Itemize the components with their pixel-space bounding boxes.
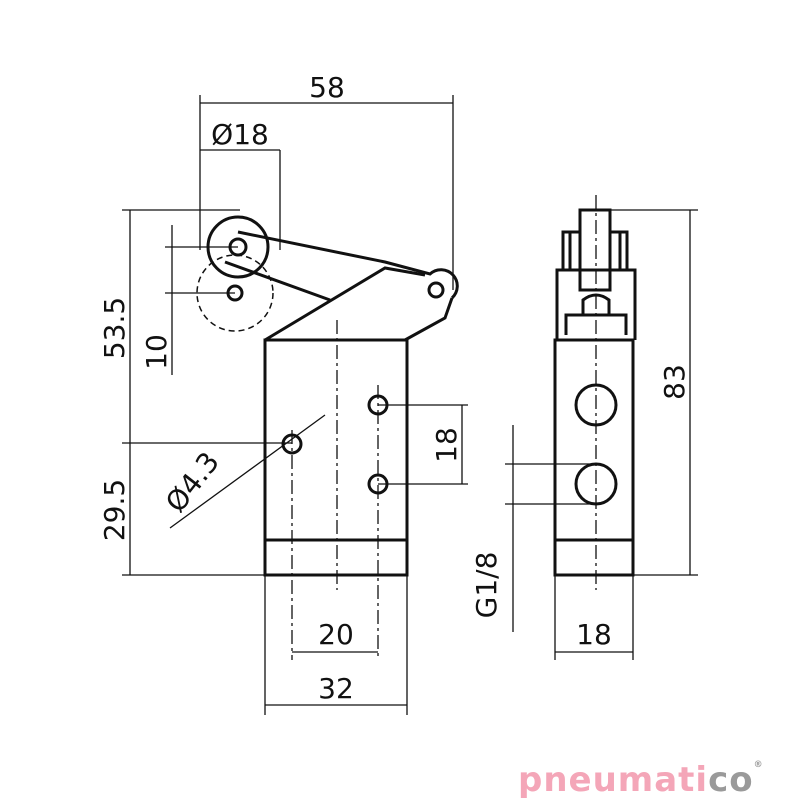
roller-depressed: [196, 254, 274, 332]
dim-20: 20: [318, 618, 354, 651]
plunger: [578, 208, 612, 292]
dim-10: 10: [140, 334, 173, 370]
lever: [224, 230, 459, 302]
dim-g1-8: G1/8: [470, 552, 503, 619]
side-body: [553, 338, 635, 577]
dim-53-5: 53.5: [98, 297, 131, 359]
side-view: [553, 195, 637, 590]
front-view: [196, 215, 459, 660]
actuator: [564, 293, 628, 335]
plunger-guide: [555, 230, 637, 340]
dim-18-holes: 18: [430, 427, 463, 463]
dim-83: 83: [658, 364, 691, 400]
dim-diameter-18: Ø18: [211, 118, 269, 151]
dim-18-side: 18: [576, 618, 612, 651]
pivot: [427, 281, 445, 299]
brand-logo: pneumatico®: [518, 760, 764, 800]
valve-body: [263, 338, 409, 577]
dimension-lines: [122, 95, 698, 715]
dim-29-5: 29.5: [98, 479, 131, 541]
body-head: [264, 266, 454, 342]
dim-32: 32: [318, 672, 354, 705]
dim-diameter-4-3: Ø4.3: [159, 446, 226, 519]
dim-58: 58: [309, 71, 345, 104]
dimension-labels: 58 Ø18 53.5 10 29.5 Ø4.3 18 20 32 G1/8 1…: [98, 71, 691, 705]
